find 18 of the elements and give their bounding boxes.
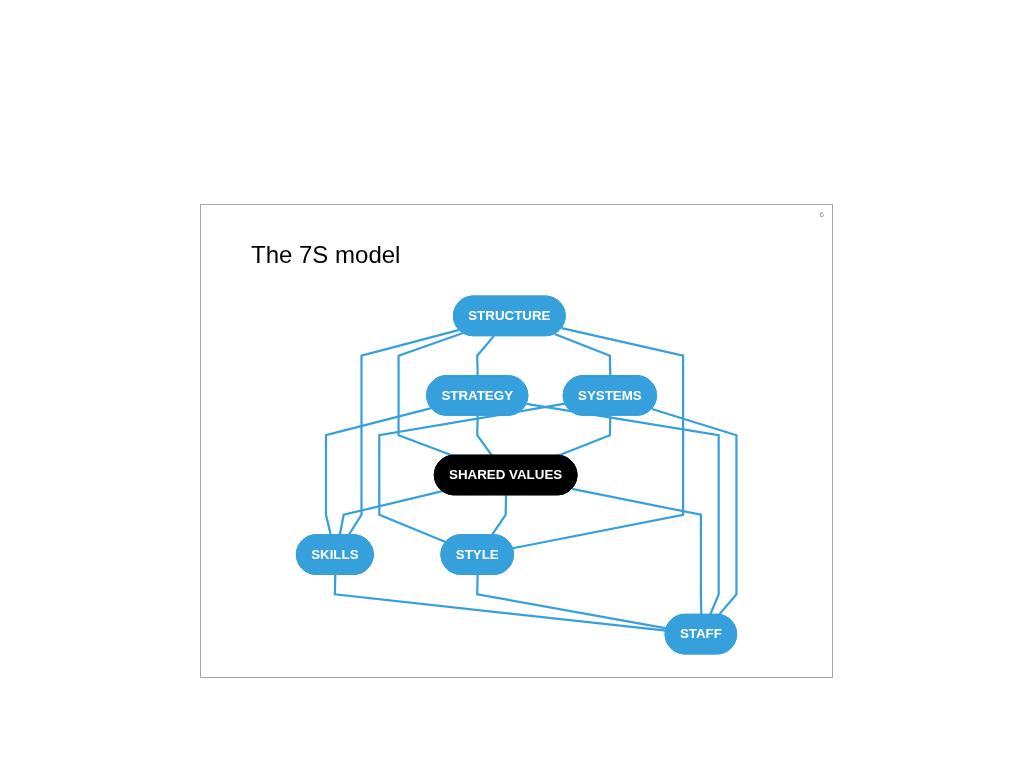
connector <box>512 327 685 550</box>
connector <box>526 402 720 616</box>
connector <box>476 415 493 457</box>
connector <box>490 495 508 536</box>
connector <box>324 407 432 536</box>
slide-frame: The 7S model 6 STRUCTURE STRATEGY SYSTEMS SHARED VALUES SKILLS STYLE STAFF <box>200 204 833 678</box>
connector <box>476 574 667 630</box>
connector <box>338 490 443 536</box>
connector <box>333 574 667 632</box>
slide-title: The 7S model <box>251 241 401 269</box>
connector <box>397 332 464 457</box>
connector <box>476 335 495 377</box>
connector <box>571 487 703 615</box>
page-number: 6 <box>819 210 824 219</box>
connector <box>378 402 566 544</box>
connector <box>554 333 612 377</box>
connector <box>651 407 738 616</box>
connector <box>347 328 460 536</box>
